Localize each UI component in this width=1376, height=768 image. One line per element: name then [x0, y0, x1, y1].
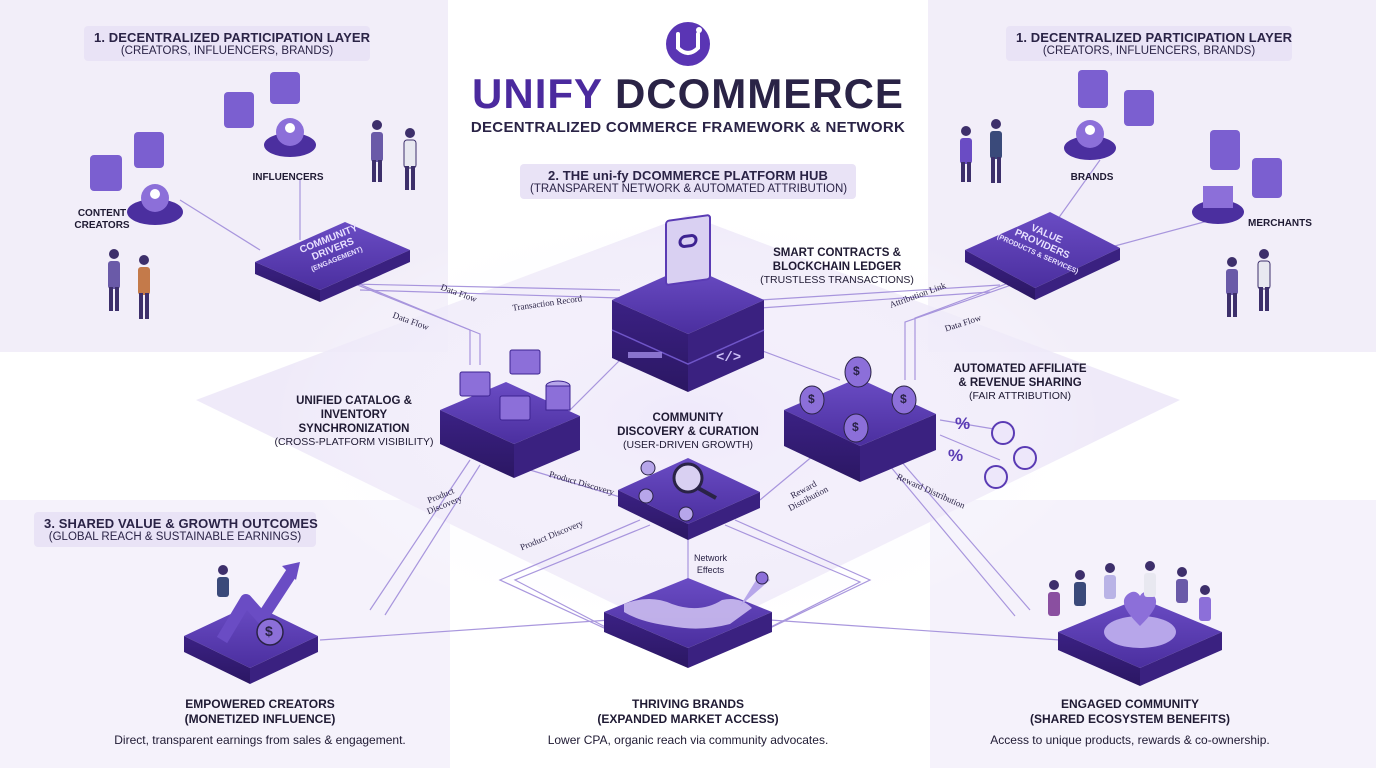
smart-contracts-line1: SMART CONTRACTS &	[773, 247, 901, 259]
flow-network-effects-1: Network	[694, 553, 728, 563]
code-icon: </>	[716, 350, 742, 366]
affiliate-sub: (FAIR ATTRIBUTION)	[969, 390, 1071, 402]
layer1-right-sub: (CREATORS, INFLUENCERS, BRANDS)	[1042, 45, 1256, 57]
layer1-right-title: 1. DECENTRALIZED PARTICIPATION LAYER	[1016, 30, 1293, 45]
catalog-module	[440, 349, 580, 478]
affiliate-text: AUTOMATED AFFILIATE & REVENUE SHARING (F…	[944, 362, 1096, 403]
money-bag-icon-2: $	[808, 392, 815, 406]
brands-label: BRANDS	[1070, 172, 1114, 183]
discovery-text: COMMUNITY DISCOVERY & CURATION (USER-DRI…	[608, 411, 768, 452]
outcome-creators: EMPOWERED CREATORS (MONETIZED INFLUENCE)	[110, 697, 410, 727]
outcome-creators-line2: (MONETIZED INFLUENCE)	[184, 712, 336, 726]
main-subtitle: DECENTRALIZED COMMERCE FRAMEWORK & NETWO…	[470, 119, 906, 136]
flow-network-effects-2: Effects	[696, 565, 725, 575]
money-bag-icon: $	[853, 364, 860, 378]
layer1-right-label: 1. DECENTRALIZED PARTICIPATION LAYER (CR…	[1006, 26, 1292, 61]
catalog-line1: UNIFIED CATALOG &	[296, 395, 412, 407]
connection-lines	[179, 159, 1231, 646]
catalog-text: UNIFIED CATALOG & INVENTORY SYNCHRONIZAT…	[272, 394, 436, 449]
outcome-brands-line2: (EXPANDED MARKET ACCESS)	[597, 712, 779, 726]
outcome-creators-line1: EMPOWERED CREATORS	[185, 697, 335, 711]
outcome-community: ENGAGED COMMUNITY (SHARED ECOSYSTEM BENE…	[980, 697, 1280, 727]
percent-icon-2: %	[948, 446, 964, 465]
discovery-line2: DISCOVERY & CURATION	[617, 426, 759, 438]
layer3-sub: (GLOBAL REACH & SUSTAINABLE EARNINGS)	[48, 531, 302, 543]
creators-outcome-platform	[184, 562, 318, 684]
smart-contracts-line2: BLOCKCHAIN LEDGER	[772, 261, 902, 273]
discovery-module	[618, 458, 760, 540]
outcome-brands-desc: Lower CPA, organic reach via community a…	[547, 733, 829, 747]
layer1-left-sub: (CREATORS, INFLUENCERS, BRANDS)	[120, 45, 334, 57]
layer3-label: 3. SHARED VALUE & GROWTH OUTCOMES (GLOBA…	[34, 512, 318, 547]
unify-logo	[666, 22, 710, 66]
money-bag-icon-4: $	[852, 420, 859, 434]
discovery-sub: (USER-DRIVEN GROWTH)	[622, 439, 754, 451]
layer1-left-title: 1. DECENTRALIZED PARTICIPATION LAYER	[94, 30, 371, 45]
affiliate-line2: & REVENUE SHARING	[958, 377, 1082, 389]
hub-sub: (TRANSPARENT NETWORK & AUTOMATED ATTRIBU…	[530, 183, 848, 195]
affiliate-avatars	[984, 421, 1037, 489]
catalog-line3: SYNCHRONIZATION	[298, 423, 410, 435]
affiliate-module	[784, 356, 936, 482]
community-outcome-platform	[1048, 561, 1222, 686]
hub-label: 2. THE uni-fy DCOMMERCE PLATFORM HUB (TR…	[520, 164, 856, 199]
merchants-label: MERCHANTS	[1248, 218, 1312, 229]
title-unify: UNIFY	[472, 70, 603, 117]
smart-contracts-text: SMART CONTRACTS & BLOCKCHAIN LEDGER (TRU…	[752, 246, 922, 287]
affiliate-line1: AUTOMATED AFFILIATE	[953, 363, 1087, 375]
layer1-left-label: 1. DECENTRALIZED PARTICIPATION LAYER (CR…	[84, 26, 370, 61]
layer3-title: 3. SHARED VALUE & GROWTH OUTCOMES	[44, 516, 318, 531]
content-creators-label: CONTENT CREATORS	[66, 208, 138, 232]
content-creators-line1: CONTENT	[77, 208, 127, 219]
brands-outcome-platform	[604, 571, 772, 668]
participant-icons	[90, 70, 1282, 225]
influencers-label: INFLUENCERS	[252, 172, 324, 183]
flow-network-effects: Network Effects	[694, 552, 727, 576]
value-providers-platform	[965, 212, 1120, 300]
people-figures	[108, 119, 1271, 319]
money-bag-icon-3: $	[900, 392, 907, 406]
catalog-sub: (CROSS-PLATFORM VISIBILITY)	[274, 436, 434, 448]
main-title: UNIFY DCOMMERCE	[0, 70, 1376, 118]
outcome-brands-line1: THRIVING BRANDS	[631, 697, 744, 711]
hub-title: 2. THE uni-fy DCOMMERCE PLATFORM HUB	[548, 168, 828, 183]
outcome-creators-desc: Direct, transparent earnings from sales …	[114, 733, 406, 747]
content-creators-line2: CREATORS	[74, 220, 130, 231]
catalog-line2: INVENTORY	[320, 409, 388, 421]
smart-contracts-sub: (TRUSTLESS TRANSACTIONS)	[760, 274, 914, 286]
smart-contracts-module	[611, 214, 765, 392]
community-drivers-platform	[255, 222, 410, 302]
outcome-community-desc: Access to unique products, rewards & co-…	[990, 733, 1270, 747]
outcome-community-line2: (SHARED ECOSYSTEM BENEFITS)	[1029, 712, 1230, 726]
percent-icon: %	[955, 414, 971, 433]
title-dcommerce: DCOMMERCE	[614, 70, 904, 117]
outcome-community-line1: ENGAGED COMMUNITY	[1061, 697, 1199, 711]
discovery-line1: COMMUNITY	[652, 412, 724, 424]
dollar-coin-icon: $	[265, 623, 273, 639]
outcome-brands: THRIVING BRANDS (EXPANDED MARKET ACCESS)	[538, 697, 838, 727]
